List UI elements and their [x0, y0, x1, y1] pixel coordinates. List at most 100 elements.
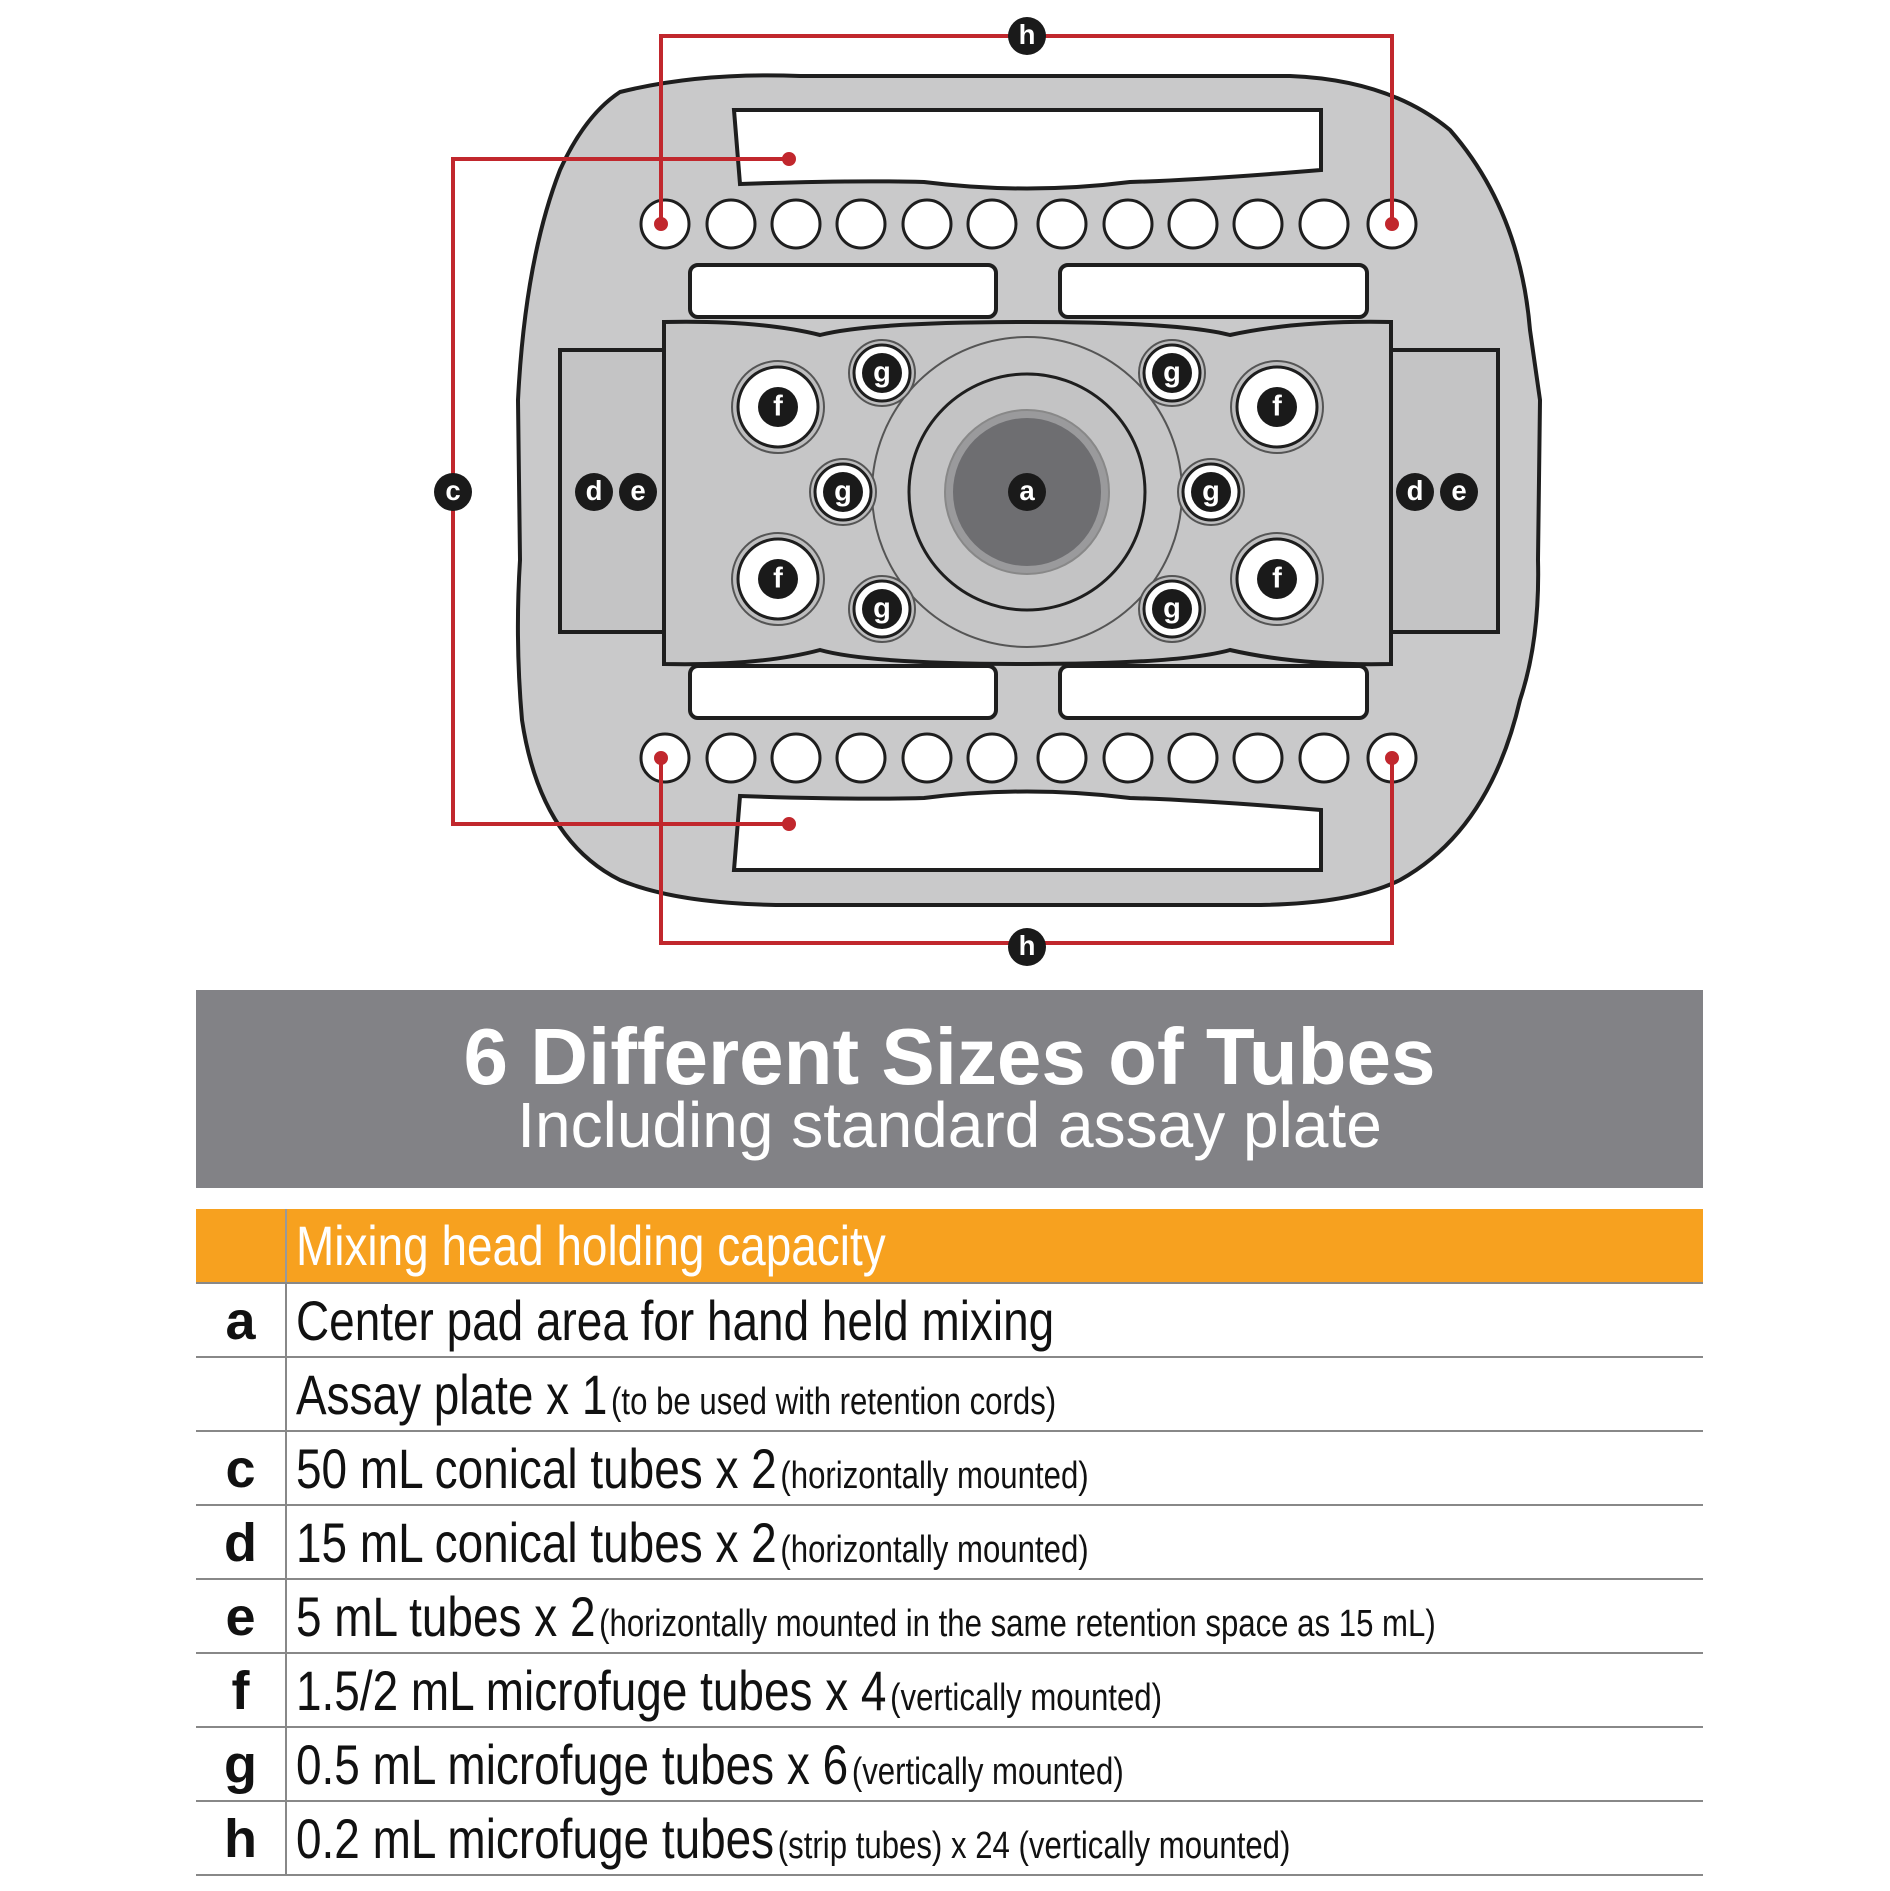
- strip-tube-hole: [770, 198, 822, 250]
- label-d-right: d: [1396, 473, 1434, 511]
- svg-text:h: h: [1019, 930, 1036, 961]
- strip-tube-hole: [705, 732, 757, 784]
- row-note: (horizontally mounted in the same retent…: [599, 1603, 1436, 1645]
- strip-tube-hole: [1232, 198, 1284, 250]
- row-main-text: Assay plate x 1: [296, 1363, 608, 1426]
- banner-title: 6 Different Sizes of Tubes: [463, 1012, 1436, 1101]
- svg-text:g: g: [873, 592, 891, 624]
- row-letter: [196, 1358, 287, 1430]
- strip-tube-hole: [705, 198, 757, 250]
- row-letter: a: [196, 1284, 287, 1356]
- label-d-left: d: [575, 473, 613, 511]
- row-note: (horizontally mounted): [780, 1529, 1089, 1571]
- label-g: g: [862, 589, 902, 629]
- row-main-text: 0.2 mL microfuge tubes: [296, 1807, 775, 1870]
- svg-text:c: c: [445, 475, 460, 506]
- strip-tube-hole: [835, 198, 887, 250]
- svg-text:g: g: [834, 475, 852, 507]
- strip-tube-hole: [1036, 198, 1088, 250]
- label-g: g: [1152, 589, 1192, 629]
- label-g: g: [823, 472, 863, 512]
- row-description: 15 mL conical tubes x 2 (horizontally mo…: [296, 1506, 1089, 1595]
- svg-text:g: g: [1163, 356, 1181, 388]
- row-main-text: 5 mL tubes x 2: [296, 1585, 596, 1648]
- row-letter: c: [196, 1432, 287, 1504]
- strip-tube-hole: [1298, 732, 1350, 784]
- header-letter-cell: [196, 1209, 287, 1282]
- strip-tube-hole: [1167, 198, 1219, 250]
- label-f: f: [1257, 387, 1297, 427]
- row-note: (vertically mounted): [851, 1751, 1124, 1793]
- label-e-left: e: [619, 473, 657, 511]
- banner-subtitle: Including standard assay plate: [517, 1089, 1382, 1161]
- svg-text:e: e: [1451, 475, 1466, 506]
- strip-tube-hole: [1232, 732, 1284, 784]
- row-note: (to be used with retention cords): [611, 1381, 1057, 1423]
- label-g: g: [1191, 472, 1231, 512]
- row-note: (horizontally mounted): [780, 1455, 1089, 1497]
- row-description: 0.5 mL microfuge tubes x 6 (vertically m…: [296, 1728, 1124, 1817]
- row-letter: g: [196, 1728, 287, 1800]
- label-e-right: e: [1440, 473, 1478, 511]
- strip-tube-hole: [1298, 198, 1350, 250]
- strip-tube-hole: [835, 732, 887, 784]
- label-g: g: [1152, 353, 1192, 393]
- row-letter: d: [196, 1506, 287, 1578]
- svg-text:g: g: [1202, 475, 1220, 507]
- svg-text:d: d: [586, 475, 603, 506]
- svg-text:h: h: [1019, 19, 1036, 50]
- row-description: Center pad area for hand held mixing: [296, 1284, 1054, 1373]
- strip-tube-hole: [901, 732, 953, 784]
- row-note: (strip tubes) x 24 (vertically mounted): [777, 1825, 1291, 1867]
- svg-text:f: f: [773, 562, 783, 594]
- strip-tube-hole: [1102, 198, 1154, 250]
- row-main-text: 0.5 mL microfuge tubes x 6: [296, 1733, 849, 1796]
- label-f: f: [1257, 559, 1297, 599]
- label-a: a: [1008, 473, 1046, 511]
- label-h-top: h: [1008, 17, 1046, 55]
- strip-tube-hole: [770, 732, 822, 784]
- banner: 6 Different Sizes of Tubes Including sta…: [196, 990, 1703, 1188]
- row-description: 0.2 mL microfuge tubes (strip tubes) x 2…: [296, 1802, 1290, 1891]
- svg-text:a: a: [1019, 475, 1035, 506]
- strip-tube-hole: [1102, 732, 1154, 784]
- row-note: (vertically mounted): [890, 1677, 1162, 1719]
- svg-text:g: g: [873, 356, 891, 388]
- strip-tube-hole: [1036, 732, 1088, 784]
- row-description: Assay plate x 1 (to be used with retenti…: [296, 1358, 1056, 1447]
- strip-tube-hole: [966, 198, 1018, 250]
- label-h-bottom: h: [1008, 928, 1046, 966]
- strip-tube-hole: [901, 198, 953, 250]
- label-f: f: [758, 387, 798, 427]
- label-c: c: [434, 473, 472, 511]
- table-header-label: Mixing head holding capacity: [296, 1214, 886, 1277]
- row-letter: f: [196, 1654, 287, 1726]
- row-main-text: Center pad area for hand held mixing: [296, 1289, 1055, 1352]
- svg-text:d: d: [1407, 475, 1424, 506]
- row-main-text: 1.5/2 mL microfuge tubes x 4: [296, 1659, 887, 1722]
- row-main-text: 15 mL conical tubes x 2: [296, 1511, 777, 1574]
- label-f: f: [758, 559, 798, 599]
- strip-tube-hole: [966, 732, 1018, 784]
- svg-text:f: f: [773, 390, 783, 422]
- label-g: g: [862, 353, 902, 393]
- svg-text:f: f: [1272, 562, 1282, 594]
- row-letter: h: [196, 1802, 287, 1874]
- row-description: 50 mL conical tubes x 2 (horizontally mo…: [296, 1432, 1089, 1521]
- row-description: 1.5/2 mL microfuge tubes x 4 (vertically…: [296, 1654, 1162, 1743]
- table-row: Assay plate x 1 (to be used with retenti…: [196, 1358, 1703, 1432]
- svg-text:e: e: [630, 475, 645, 506]
- row-description: 5 mL tubes x 2 (horizontally mounted in …: [296, 1580, 1436, 1669]
- row-main-text: 50 mL conical tubes x 2: [296, 1437, 777, 1500]
- mixing-head-body: [515, 73, 1543, 907]
